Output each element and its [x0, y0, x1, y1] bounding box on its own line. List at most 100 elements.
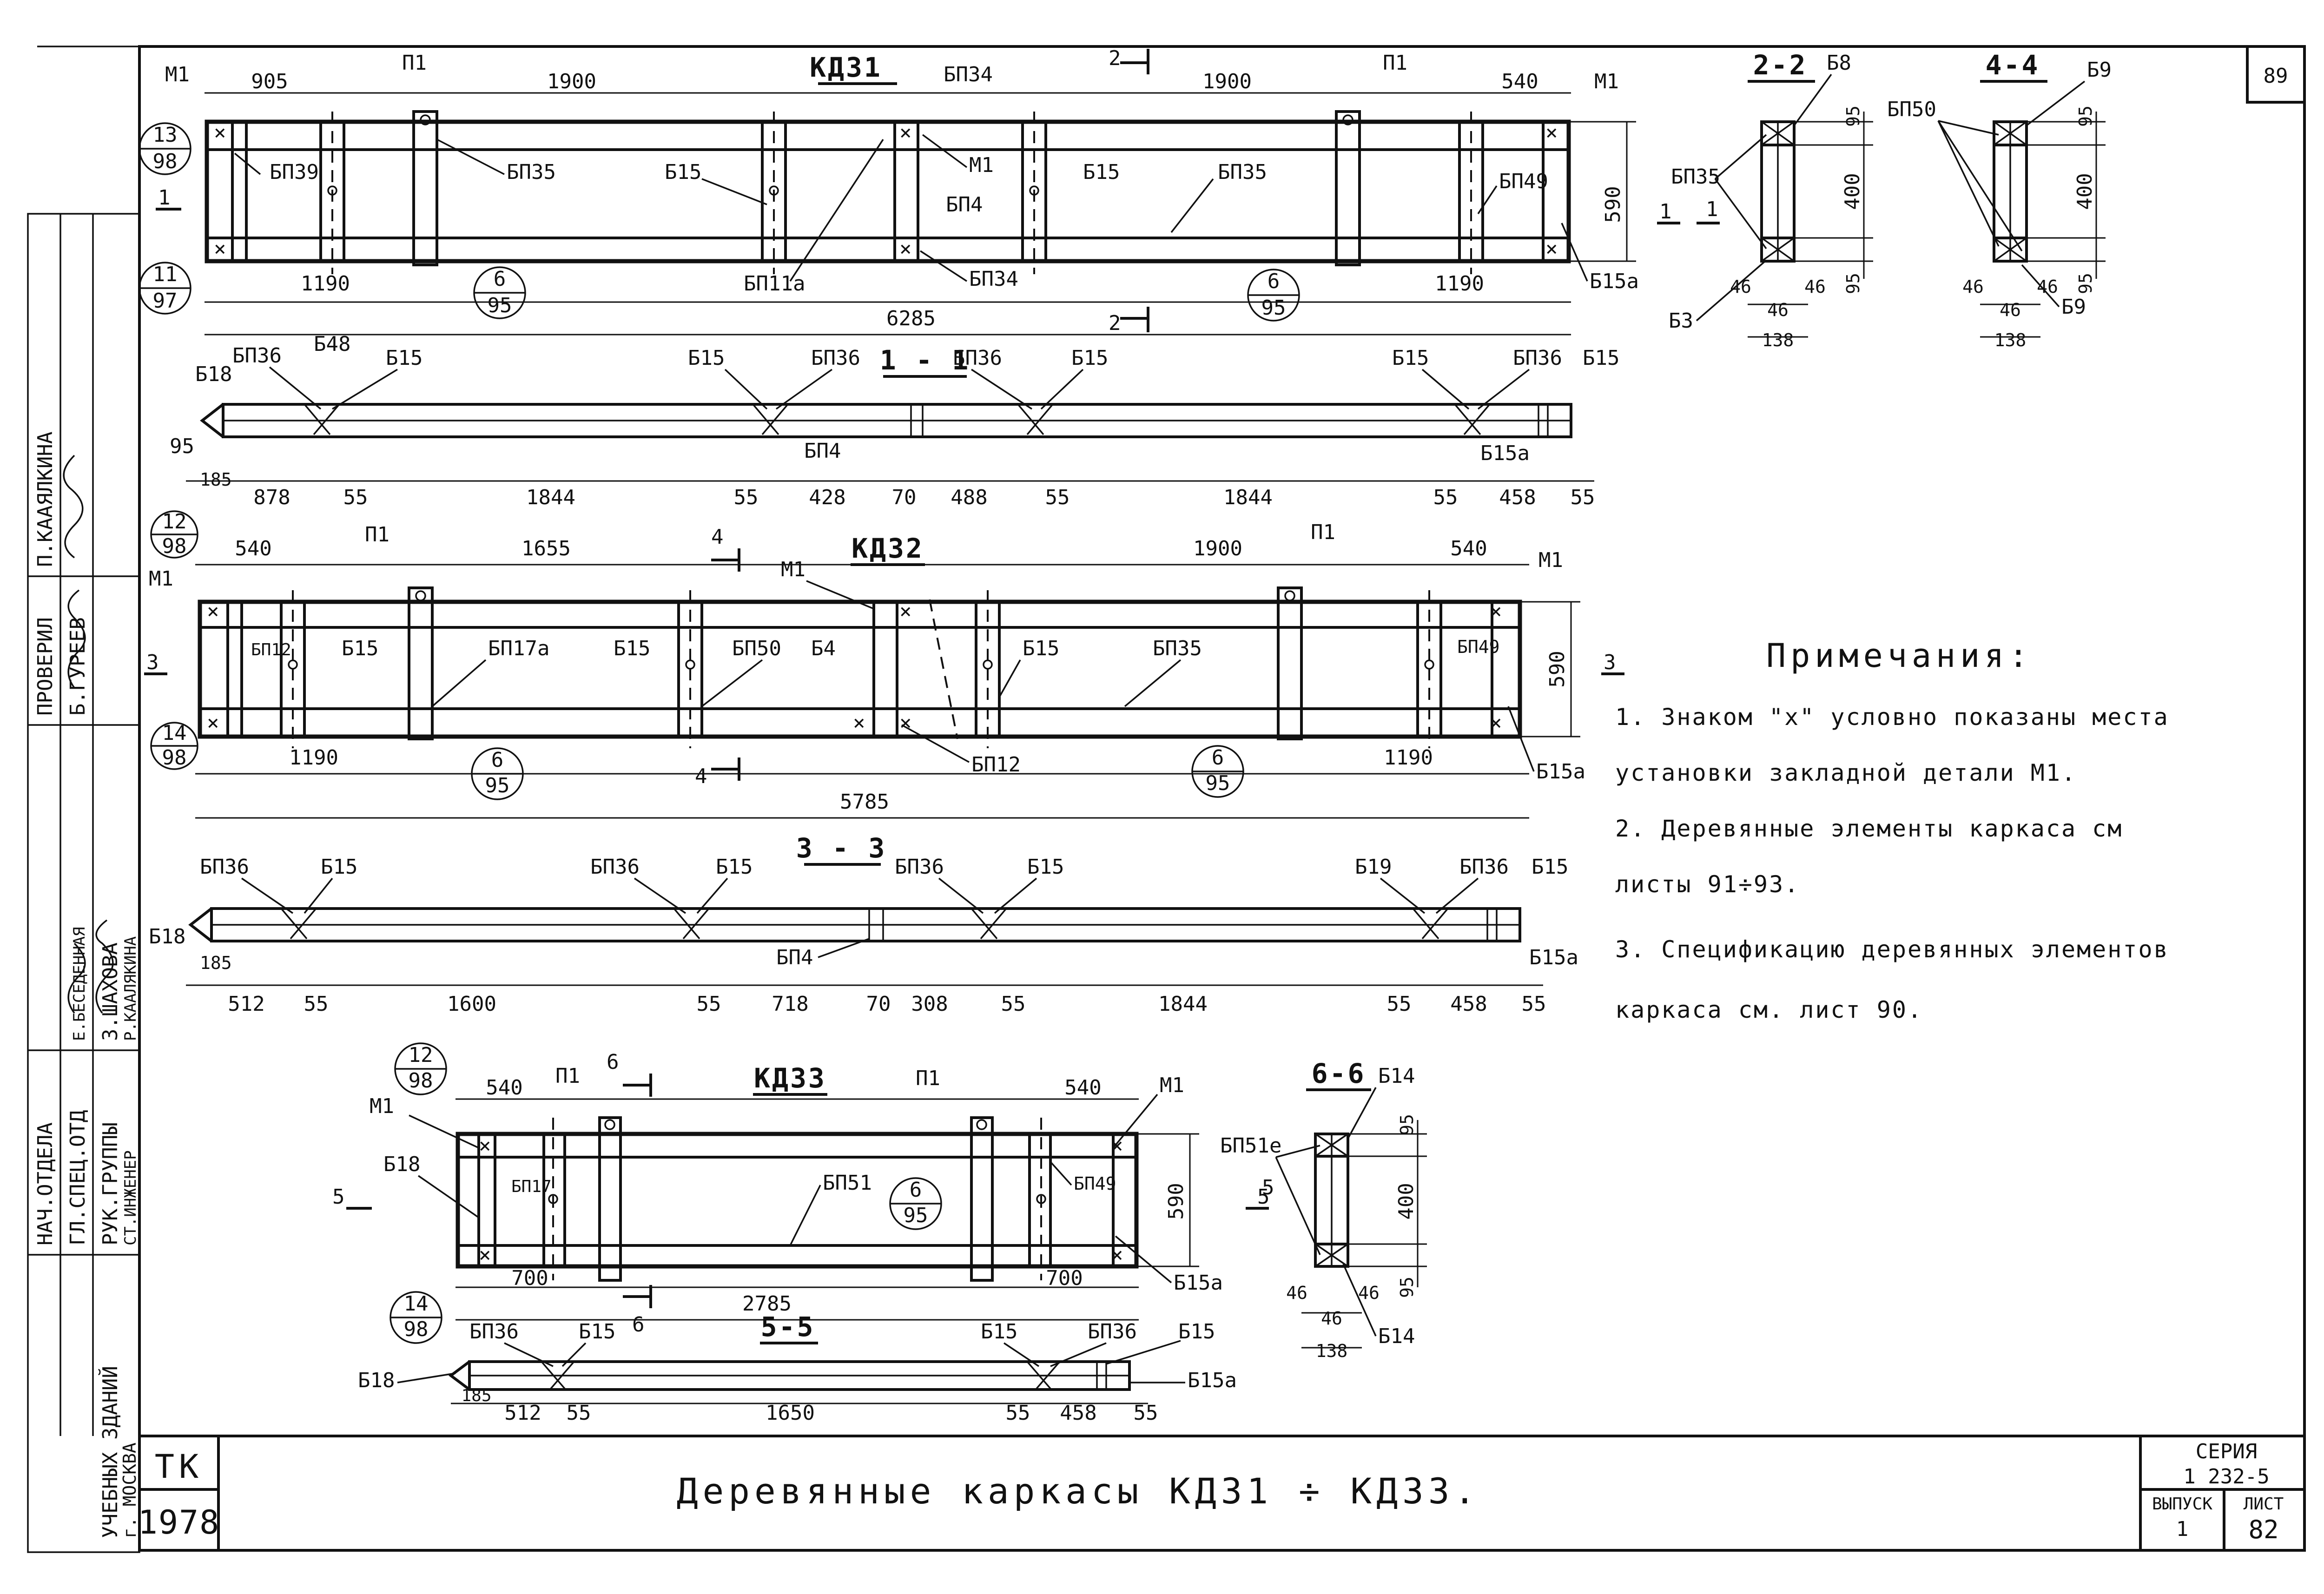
stamp-series-value: 1 232-5: [2183, 1465, 2269, 1489]
sec33-label-bp36-2: БП36: [590, 855, 640, 879]
kd33-bubble-3-top: 6: [910, 1178, 922, 1202]
stamp-sheet-label: ЛИСТ: [2244, 1495, 2284, 1514]
kd31-dim-top-4: 540: [1501, 70, 1538, 93]
sec33-label-b15-2: Б15: [716, 855, 753, 879]
kd32-bubble-3-bottom: 95: [485, 774, 510, 797]
kd31-bubble-4-top: 6: [1268, 270, 1280, 293]
sec66-dim-2: 400: [1394, 1183, 1418, 1219]
sec66-label-b14-top: Б14: [1378, 1064, 1415, 1088]
notes-block: Примечания: 1. Знаком "х" условно показа…: [1615, 637, 2168, 1023]
kd33-callout-m1-left: М1: [370, 1094, 394, 1118]
kd33-dim-bottom-2: 700: [1046, 1266, 1083, 1290]
kd33-bubble-2-top: 14: [404, 1292, 429, 1316]
kd33-section-6-top: 6: [607, 1050, 619, 1074]
sec33-label-b15-1: Б15: [321, 855, 357, 879]
kd33-callout-b18: Б18: [383, 1153, 420, 1176]
sec11-label-b15-3: Б15: [1071, 346, 1108, 370]
kd32-bubble-4-top: 6: [1212, 746, 1224, 770]
kd31-callout-b15a: Б15а: [1590, 270, 1639, 293]
kd32-bubble-3-top: 6: [491, 748, 504, 772]
sec33-dim-12: 55: [1522, 992, 1546, 1016]
kd31-bubble-1-top: 13: [153, 123, 178, 147]
sec44-dim-5: 46: [2000, 300, 2021, 320]
kd31-callout-bp39: БП39: [270, 160, 319, 184]
kd33-overall: 2785: [742, 1292, 792, 1316]
kd32-title: КД32: [852, 533, 924, 564]
kd32-callout-bp35: БП35: [1153, 637, 1202, 660]
sec11-dim-5: 428: [809, 486, 845, 509]
kd31-callout-m1-left: М1: [165, 63, 190, 86]
kd33-callout-b15a: Б15а: [1174, 1271, 1223, 1295]
kd31-callout-bp35-right: БП35: [1218, 160, 1267, 184]
kd31-callout-m1-right: М1: [1594, 70, 1619, 93]
sec11-dim-1: 878: [253, 486, 290, 509]
kd33-callout-m1-right: М1: [1160, 1074, 1184, 1097]
kd32-callout-bp49: БП49: [1457, 637, 1500, 657]
sec22-mark: 1: [1706, 198, 1718, 221]
sec55-label-b15-1: Б15: [579, 1320, 615, 1344]
kd31-dim-top-2: 1900: [547, 70, 596, 93]
section-6-6: 6-6 95 400 95 46 46 46 138 Б14 БП51е Б14…: [1220, 1058, 1427, 1361]
sec55-label-bp36-1: БП36: [469, 1320, 519, 1344]
kd32-bubble-4-bottom: 95: [1206, 771, 1230, 795]
kd31-section-1-right: 1: [1659, 200, 1672, 224]
svg-text:×: ×: [853, 711, 865, 735]
sec66-title: 6-6: [1312, 1058, 1366, 1089]
kd31-section-1-left: 1: [158, 186, 171, 210]
sec33-dim-6: 70: [866, 992, 891, 1016]
sec22-dim-2: 400: [1841, 173, 1864, 210]
kd31-callout-bp49: БП49: [1499, 170, 1548, 193]
svg-text:×: ×: [479, 1243, 491, 1267]
kd33-section-5-left: 5: [332, 1185, 345, 1209]
kd31-callout-p1-right: П1: [1383, 51, 1407, 75]
sec11-dim-2: 55: [343, 486, 368, 509]
kd32-dim-top-3: 1900: [1193, 537, 1242, 560]
sec11-dim-12: 55: [1571, 486, 1595, 509]
kd31-callout-bp34-top: БП34: [944, 63, 993, 86]
sec33-label-b15a: Б15а: [1529, 946, 1578, 969]
sec66-dim-1: 95: [1397, 1114, 1417, 1135]
signature-3: [95, 919, 114, 1014]
kd31-bubble-4-bottom: 95: [1261, 296, 1286, 320]
sec44-label-b9-top: Б9: [2087, 58, 2112, 82]
kd32-section-3-left: 3: [146, 651, 159, 674]
sec33-dim-9: 1844: [1158, 992, 1208, 1016]
note-line-6: каркаса см. лист 90.: [1615, 996, 1923, 1023]
kd32-bubble-2-bottom: 98: [162, 746, 187, 770]
sec55-dim-5: 55: [1006, 1401, 1030, 1425]
kd33-callout-p1-left: П1: [555, 1064, 580, 1088]
note-line-2: установки закладной детали М1.: [1615, 759, 2077, 786]
sec11-label-bp36-3: БП36: [953, 346, 1002, 370]
kd32-bubble-2-top: 14: [162, 721, 187, 745]
svg-text:×: ×: [899, 121, 912, 145]
kd31-dim-top-3: 1900: [1202, 70, 1252, 93]
stamp-issue-label: ВЫПУСК: [2152, 1495, 2212, 1514]
kd32-callout-b15-3: Б15: [1023, 637, 1059, 660]
svg-text:×: ×: [479, 1134, 491, 1158]
sec33-label-bp36-4: БП36: [1459, 855, 1509, 879]
section-3-3: 3 - 3 512 55 1600 55 718 70 308 55 1844 …: [149, 832, 1578, 1016]
kd32-section-3-right: 3: [1604, 651, 1616, 674]
sec11-label-bp36-4: БП36: [1513, 346, 1562, 370]
kd33-bubble-2-bottom: 98: [404, 1317, 429, 1341]
kd32-callout-m1-right: М1: [1538, 548, 1563, 572]
stamp-year: 1978: [138, 1503, 220, 1541]
sec11-title: 1 - 1: [880, 344, 971, 376]
kd32-callout-m1-left: М1: [149, 567, 173, 591]
sec66-dim-3: 95: [1397, 1277, 1417, 1298]
sec11-dim-6: 70: [892, 486, 917, 509]
sec11-label-bp36-2: БП36: [811, 346, 860, 370]
sec33-dim-7: 308: [911, 992, 948, 1016]
sheet-frame: 89: [37, 45, 2306, 1552]
kd31-title: КД31: [810, 52, 882, 83]
sec55-dim-1: 185: [461, 1386, 491, 1405]
kd32-callout-bp12-bottom: БП12: [971, 753, 1021, 777]
sec11-label-b15-2: Б15: [688, 346, 725, 370]
sec22-label-bp35: БП35: [1671, 165, 1720, 189]
svg-text:×: ×: [899, 237, 912, 261]
sec11-label-b15a: Б15а: [1480, 441, 1530, 465]
kd33-title: КД33: [754, 1062, 826, 1094]
sec11-leftdim-2: 185: [200, 469, 232, 490]
signature-4: [67, 942, 86, 1014]
sec11-label-b15-4: Б15: [1392, 346, 1429, 370]
